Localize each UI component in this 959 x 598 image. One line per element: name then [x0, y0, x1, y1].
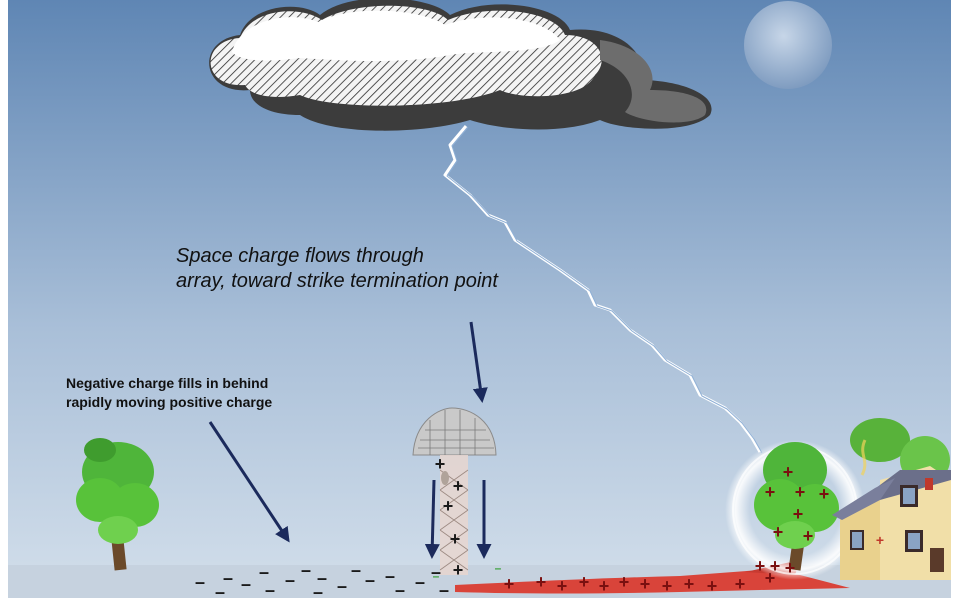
minus-sign: – — [395, 580, 405, 598]
arrow-space-charge — [469, 321, 488, 403]
tree-plus-sign: + — [819, 484, 830, 504]
minus-sign: – — [317, 568, 327, 588]
minus-sign: – — [415, 572, 425, 592]
minus-sign: – — [259, 562, 269, 582]
plus-sign: + — [557, 576, 568, 596]
tree-left — [76, 438, 159, 571]
frame-left — [0, 0, 8, 598]
minus-sign: – — [265, 580, 275, 598]
minus-sign: – — [223, 568, 233, 588]
house — [832, 439, 951, 580]
plus-sign: + — [504, 574, 515, 594]
minus-sign: – — [351, 560, 361, 580]
minus-sign: – — [439, 580, 449, 598]
house-plus-sign: + — [876, 532, 884, 548]
plus-sign: + — [536, 572, 547, 592]
tower-plus-sign: + — [450, 529, 461, 549]
plus-sign: + — [599, 576, 610, 596]
arrow-tower-left — [424, 479, 440, 559]
plus-sign: + — [765, 568, 776, 588]
plus-sign: + — [619, 572, 630, 592]
plus-sign: + — [684, 574, 695, 594]
plus-sign: + — [662, 576, 673, 596]
minus-sign: – — [385, 566, 395, 586]
minus-sign: – — [365, 570, 375, 590]
tower-plus-sign: + — [453, 560, 464, 580]
minus-sign: – — [431, 562, 441, 582]
negative-charge-label: Negative charge fills in behind rapidly … — [66, 375, 273, 410]
plus-sign: + — [755, 556, 766, 576]
tree-plus-sign: + — [803, 526, 814, 546]
space-charge-label: Space charge flows through array, toward… — [176, 245, 498, 292]
tree-plus-sign: + — [795, 482, 806, 502]
minus-sign: – — [195, 572, 205, 592]
plus-sign: + — [707, 576, 718, 596]
tower-plus-sign: + — [435, 454, 446, 474]
lightning-bolt-shadow — [446, 126, 763, 454]
plus-sign: + — [735, 574, 746, 594]
frame-right — [951, 0, 959, 598]
charge-path — [455, 570, 850, 594]
minus-sign: – — [215, 582, 225, 598]
tree-right — [725, 440, 865, 580]
tree-plus-sign: + — [793, 504, 804, 524]
minus-sign: – — [241, 574, 251, 594]
tree-plus-sign: + — [773, 522, 784, 542]
tree-plus-sign: + — [765, 482, 776, 502]
tree-plus-sign: + — [783, 462, 794, 482]
plus-sign: + — [640, 574, 651, 594]
moon — [744, 1, 832, 89]
minus-sign: – — [313, 582, 323, 598]
charge-symbols: ––––––––––––––––––++++++++++++++++++++––… — [195, 454, 884, 598]
arrow-negative-fill — [208, 421, 290, 543]
minus-sign: – — [337, 576, 347, 596]
plus-sign: + — [770, 556, 781, 576]
minus-sign: – — [301, 560, 311, 580]
tower-plus-sign: + — [453, 476, 464, 496]
tower-minus-sign: – — [433, 569, 440, 583]
plus-sign: + — [579, 572, 590, 592]
tower-minus-sign: – — [495, 561, 502, 575]
plus-sign: + — [785, 558, 796, 578]
dissipation-array-tower — [412, 407, 497, 575]
tree-background — [850, 418, 910, 462]
storm-cloud — [209, 0, 712, 131]
tower-plus-sign: + — [443, 496, 454, 516]
minus-sign: – — [285, 570, 295, 590]
